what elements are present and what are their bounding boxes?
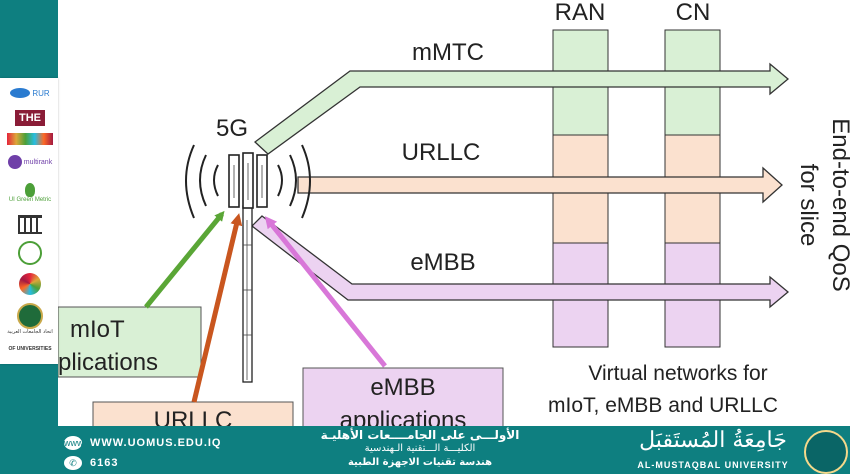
qos-label-line2: for slice — [795, 164, 822, 247]
sdg-wheel-icon — [19, 273, 41, 295]
the-impact-logo — [6, 131, 54, 147]
rur-swirl-icon — [10, 88, 31, 98]
columns-logo — [6, 214, 54, 234]
leaf-icon — [25, 183, 35, 197]
miot-app-label-1: mIoT — [70, 316, 125, 343]
greenmetric-logo-text: UI Green Metric — [8, 197, 52, 203]
phone-number: 6163 — [90, 457, 119, 469]
mmtc-label: mMTC — [412, 39, 484, 66]
5g-tower — [228, 152, 268, 383]
globe-icon: www — [64, 436, 84, 450]
ran-label: RAN — [555, 0, 606, 26]
miot-app-arrow — [144, 210, 225, 309]
university-seal-icon — [804, 430, 848, 474]
qos-label-line1: End-to-end QoS — [827, 118, 850, 291]
network-slicing-diagram: RAN CN mMTC URLLC eMBB — [57, 0, 850, 430]
tower-5g-label: 5G — [216, 115, 248, 142]
embb-label: eMBB — [410, 249, 475, 276]
website-link[interactable]: WWW.UOMUS.EDU.IQ — [90, 437, 222, 449]
multirank-logo: multirank — [6, 150, 54, 174]
universities-ranking-text: OF UNIVERSITIES — [8, 346, 52, 352]
wreath-logo — [6, 241, 54, 265]
phone-icon: ✆ — [64, 456, 82, 470]
university-name-english: AL-MUSTAQBAL UNIVERSITY — [637, 460, 789, 470]
arab-union-text: اتحاد الجامعات العربية — [7, 329, 53, 335]
cn-label: CN — [676, 0, 711, 26]
footer-arabic-line2: الكليـــة الـــتقنية الـهندسية — [364, 443, 476, 454]
multirank-logo-text: multirank — [23, 158, 53, 166]
miot-app-label-2: plications — [58, 349, 158, 376]
footer-arabic-line1: الأولـــى على الجامــــعات الأهليـة — [320, 428, 520, 442]
footer-arabic-line3: هندسة تقنيات الاجهزة الطبية — [347, 457, 492, 468]
urllc-slice-arrow — [297, 166, 783, 204]
rur-logo: RUR — [6, 82, 54, 104]
embb-applications-box — [302, 367, 504, 430]
miot-applications-box — [57, 306, 202, 378]
mmtc-slice-arrow — [253, 62, 790, 155]
urllc-app-arrow — [191, 213, 243, 403]
pillars-icon — [18, 214, 42, 234]
footer-bar: www WWW.UOMUS.EDU.IQ ✆ 6163 الأولـــى عل… — [0, 426, 850, 474]
arab-union-emblem-icon — [17, 303, 43, 329]
multirank-circle-icon — [7, 155, 22, 169]
sdg-wheel-logo — [6, 272, 54, 296]
universities-ranking-logo: OF UNIVERSITIES — [6, 342, 54, 356]
ui-greenmetric-logo: UI Green Metric — [6, 178, 54, 208]
the-logo: THE — [6, 108, 54, 128]
urllc-app-label: URLLC — [154, 407, 233, 430]
sdg-color-bar-icon — [7, 133, 53, 145]
embb-app-label-1: eMBB — [370, 374, 435, 401]
urllc-label: URLLC — [402, 139, 481, 166]
embb-app-arrow — [264, 216, 387, 368]
university-name-arabic: جَامِعَةُ المُستَقبَل — [639, 428, 787, 453]
virtual-networks-line1: Virtual networks for — [588, 362, 767, 385]
virtual-networks-line2: mIoT, eMBB and URLLC — [548, 394, 778, 417]
rur-logo-text: RUR — [32, 88, 50, 98]
urllc-applications-box — [92, 401, 294, 430]
the-logo-text: THE — [15, 110, 45, 126]
arab-universities-union-logo: اتحاد الجامعات العربية — [6, 302, 54, 336]
signal-waves — [185, 144, 311, 219]
ranking-logos-panel: RUR THE multirank UI Green Metric اتحاد … — [0, 78, 58, 364]
wreath-icon — [18, 241, 42, 265]
embb-app-label-2: applications — [340, 407, 467, 430]
